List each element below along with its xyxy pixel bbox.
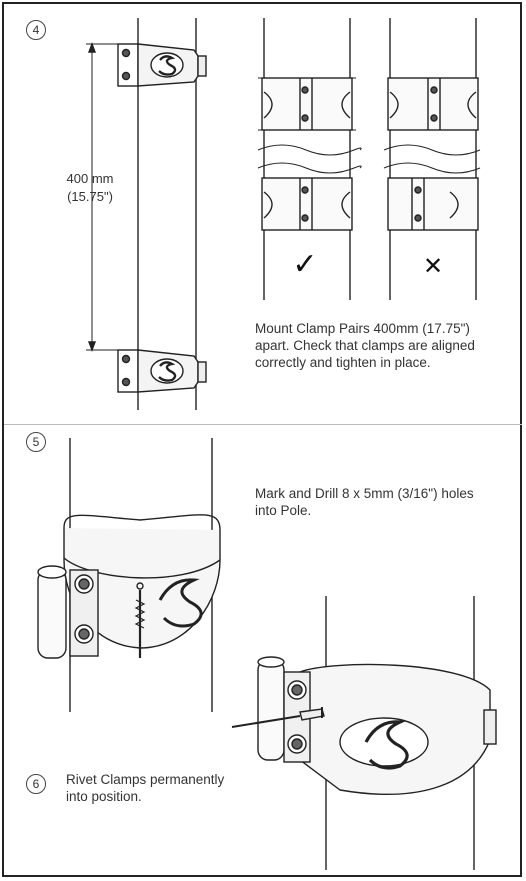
- dimension-label: 400 mm (15.75"): [44, 170, 136, 206]
- step6-rivet-illustration: [231, 596, 497, 870]
- correct-alignment-illustration: [257, 18, 362, 300]
- step5-caption: Mark and Drill 8 x 5mm (3/16") holes int…: [255, 486, 474, 518]
- step4-caption: Mount Clamp Pairs 400mm (17.75") apart. …: [255, 321, 475, 370]
- section-divider: [4, 424, 522, 425]
- step6-caption: Rivet Clamps permanently into position.: [66, 772, 225, 804]
- step5-drill-illustration: [37, 438, 221, 712]
- wrong-cross-icon: ✕: [423, 252, 443, 280]
- step-number-5: 5: [26, 432, 46, 452]
- dimension-metric: 400 mm: [66, 171, 114, 186]
- alignment-marks: ✓ ✕: [292, 247, 443, 282]
- step4-side-view-illustration: [86, 18, 207, 410]
- wrong-alignment-illustration: [383, 18, 481, 300]
- step-number-4: 4: [26, 20, 46, 40]
- correct-check-icon: ✓: [292, 247, 317, 282]
- dimension-imperial: (15.75"): [67, 189, 113, 204]
- step-number-6: 6: [26, 774, 46, 794]
